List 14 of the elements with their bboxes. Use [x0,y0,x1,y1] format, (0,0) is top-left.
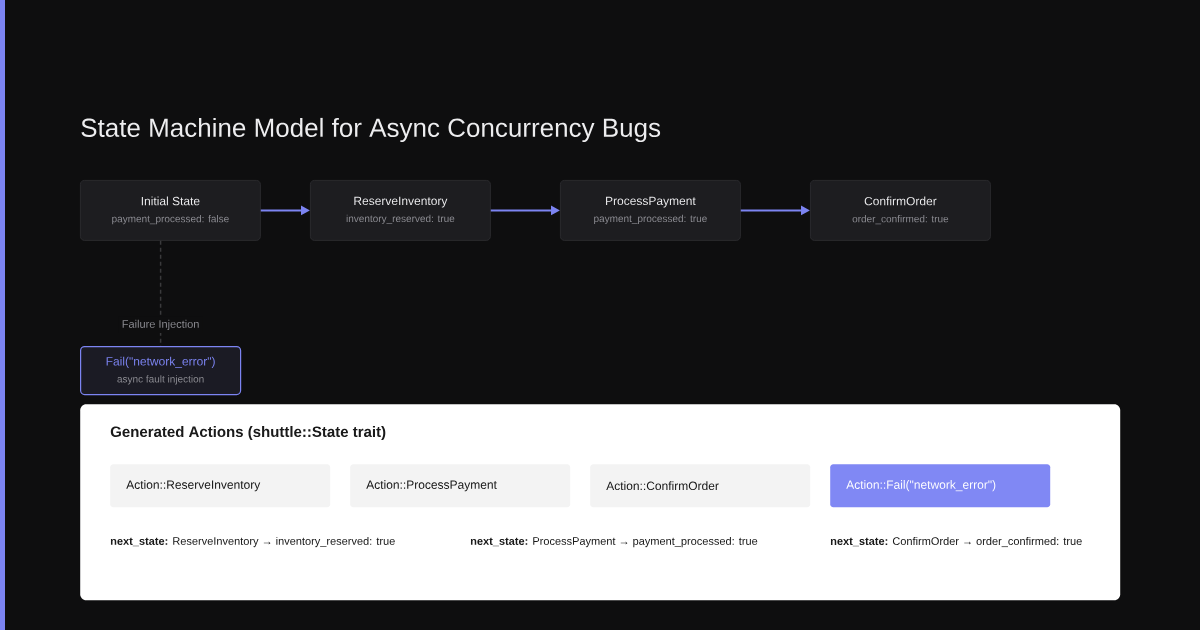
action-box: Action::ReserveInventory [110,464,331,508]
panel-heading: Generated Actions (shuttle::State trait) [110,426,386,440]
state-box: ConfirmOrder order_confirmed: true [810,180,991,241]
state-box: ProcessPayment payment_processed: true [560,180,741,241]
fault-box: Fail("network_error") async fault injection [80,346,242,396]
transition-note: next_state: ReserveInventory → inventory_reserved: true [110,536,395,548]
title: State Machine Model for Async Concurrency Bugs [81,117,661,143]
state-box: Initial State payment_processed: false [80,180,261,241]
action-box: Action::Fail("network_error") [830,464,1051,508]
transition-note: next_state: ConfirmOrder → order_confirmed: true [830,536,1082,548]
state-box: ReserveInventory inventory_reserved: true [310,180,491,241]
action-box: Action::ConfirmOrder [590,464,811,508]
transition-note: next_state: ProcessPayment → payment_processed: true [470,536,758,548]
action-box: Action::ProcessPayment [350,464,571,508]
